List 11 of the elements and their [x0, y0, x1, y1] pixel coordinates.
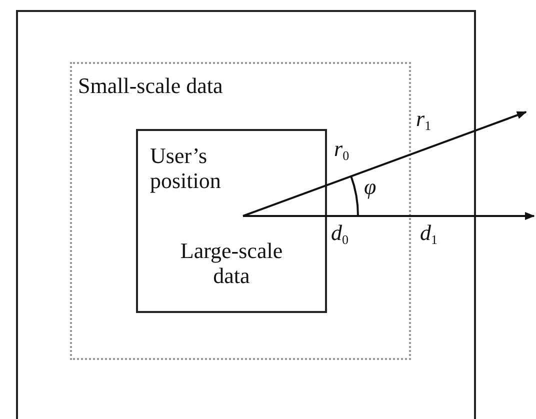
math-label: d$_{0}$ [331, 222, 348, 246]
math-label: r$_{0}$ [334, 138, 350, 162]
math-label: d$_{1}$ [420, 222, 438, 246]
region-label: Large-scale data [179, 238, 284, 289]
region-box [136, 129, 327, 313]
outer-box [16, 10, 476, 419]
region-label: Small-scale data [78, 74, 223, 98]
dotted-region-box [70, 62, 411, 360]
math-label: φ [364, 176, 376, 198]
math-label: r$_{1}$ [416, 108, 432, 132]
region-label: User’s position [150, 143, 222, 194]
